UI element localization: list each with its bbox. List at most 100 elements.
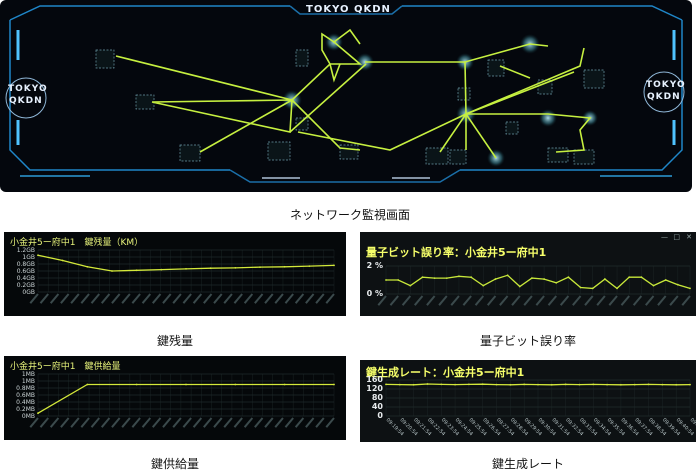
y-tick-label: 0GB: [22, 289, 35, 296]
y-tick-label: 0.8MB: [16, 385, 35, 392]
x-tick-mark: [535, 295, 545, 306]
key-rate-caption: 鍵生成レート: [491, 457, 564, 471]
x-tick-mark: [233, 417, 243, 428]
right-logo-line1: TOKYO: [646, 80, 686, 90]
data-point: [421, 276, 424, 279]
x-tick-mark: [182, 417, 192, 428]
y-tick-label: 0.6GB: [17, 268, 35, 275]
data-point: [135, 383, 138, 386]
x-tick-mark: [559, 295, 570, 306]
x-tick-mark: [162, 293, 172, 304]
data-point: [468, 383, 470, 386]
key-supply-caption: 鍵供給量: [150, 457, 199, 471]
x-tick-mark: [377, 295, 387, 306]
data-point: [185, 268, 187, 270]
x-tick-mark: [657, 295, 667, 306]
data-point: [633, 383, 636, 386]
x-tick-mark: [172, 417, 182, 428]
x-tick-mark: [426, 295, 436, 306]
data-point: [454, 383, 456, 386]
x-tick-mark: [572, 295, 582, 306]
x-tick-mark: [608, 295, 618, 306]
data-point: [445, 277, 448, 280]
x-tick-mark: [450, 295, 460, 306]
minimize-icon[interactable]: —: [661, 233, 668, 241]
x-tick-mark: [90, 293, 101, 304]
qber-chart: 2 %0 %: [367, 261, 691, 306]
x-tick-mark: [305, 293, 315, 304]
x-tick-mark: [620, 295, 630, 306]
x-tick-mark: [511, 295, 521, 306]
x-tick-mark: [203, 417, 213, 428]
series-line: [386, 274, 691, 290]
data-point: [509, 383, 512, 386]
y-tick-label: 40: [372, 402, 384, 411]
x-tick-mark: [274, 417, 284, 428]
data-point: [579, 286, 582, 289]
data-point: [409, 284, 412, 287]
x-tick-mark: [172, 293, 182, 304]
data-point: [37, 412, 39, 415]
data-point: [640, 276, 643, 279]
x-tick-mark: [111, 293, 121, 304]
data-point: [333, 383, 335, 386]
data-point: [412, 383, 415, 386]
x-tick-mark: [284, 293, 294, 304]
x-tick-mark: [474, 295, 485, 306]
network-links: [115, 28, 592, 159]
key-remaining-caption: 鍵残量: [156, 334, 193, 348]
data-point: [398, 383, 401, 386]
x-tick-mark: [274, 293, 284, 304]
data-point: [61, 259, 64, 262]
key-rate-title: 鍵生成レート：小金井5ー府中1: [366, 366, 525, 379]
y-tick-label: 0.4MB: [16, 399, 35, 406]
network-map-panel: TOKYO QKDN TOKYO QKDN TOKYO QKDN: [0, 0, 692, 192]
x-tick-mark: [315, 417, 325, 428]
y-tick-label: 1MB: [22, 371, 35, 378]
data-point: [385, 279, 387, 281]
x-tick-mark: [203, 293, 213, 304]
x-tick-mark: [233, 293, 243, 304]
x-tick-mark: [141, 293, 152, 304]
data-point: [333, 264, 335, 267]
x-tick-mark: [438, 295, 448, 306]
y-tick-label: 160: [366, 375, 383, 384]
x-tick-mark: [152, 293, 162, 304]
data-point: [433, 277, 436, 280]
x-tick-mark: [499, 295, 509, 306]
data-point: [385, 383, 387, 386]
x-tick-mark: [213, 417, 223, 428]
maximize-icon[interactable]: □: [673, 233, 680, 241]
network-caption: ネットワーク監視画面: [289, 208, 410, 222]
right-logo-ring: [643, 71, 685, 113]
qber-caption: 量子ビット誤り率: [479, 334, 576, 348]
x-tick-mark: [523, 295, 533, 306]
x-tick-mark: [39, 293, 49, 304]
x-tick-mark: [596, 295, 606, 306]
data-point: [259, 266, 261, 269]
data-point: [592, 383, 595, 386]
y-tick-label: 120: [366, 384, 383, 393]
close-icon[interactable]: ✕: [686, 233, 692, 241]
x-tick-mark: [60, 417, 70, 428]
network-top-title: TOKYO QKDN: [306, 4, 391, 15]
key-supply-title: 小金井5ー府中1 鍵供給量: [10, 362, 121, 372]
left-logo-ring: [5, 77, 47, 119]
data-point: [135, 269, 138, 272]
data-point: [86, 383, 89, 386]
x-tick-mark: [60, 293, 70, 304]
x-tick-mark: [29, 417, 39, 428]
left-logo-line2: QKDN: [9, 96, 43, 106]
x-tick-mark: [243, 417, 254, 428]
x-tick-mark: [414, 295, 424, 306]
hud-frame: [9, 5, 683, 183]
x-tick-mark: [192, 293, 203, 304]
data-point: [470, 276, 473, 279]
y-tick-label: 0: [377, 411, 383, 420]
data-point: [555, 281, 558, 284]
data-point: [603, 278, 606, 280]
x-tick-mark: [70, 417, 80, 428]
